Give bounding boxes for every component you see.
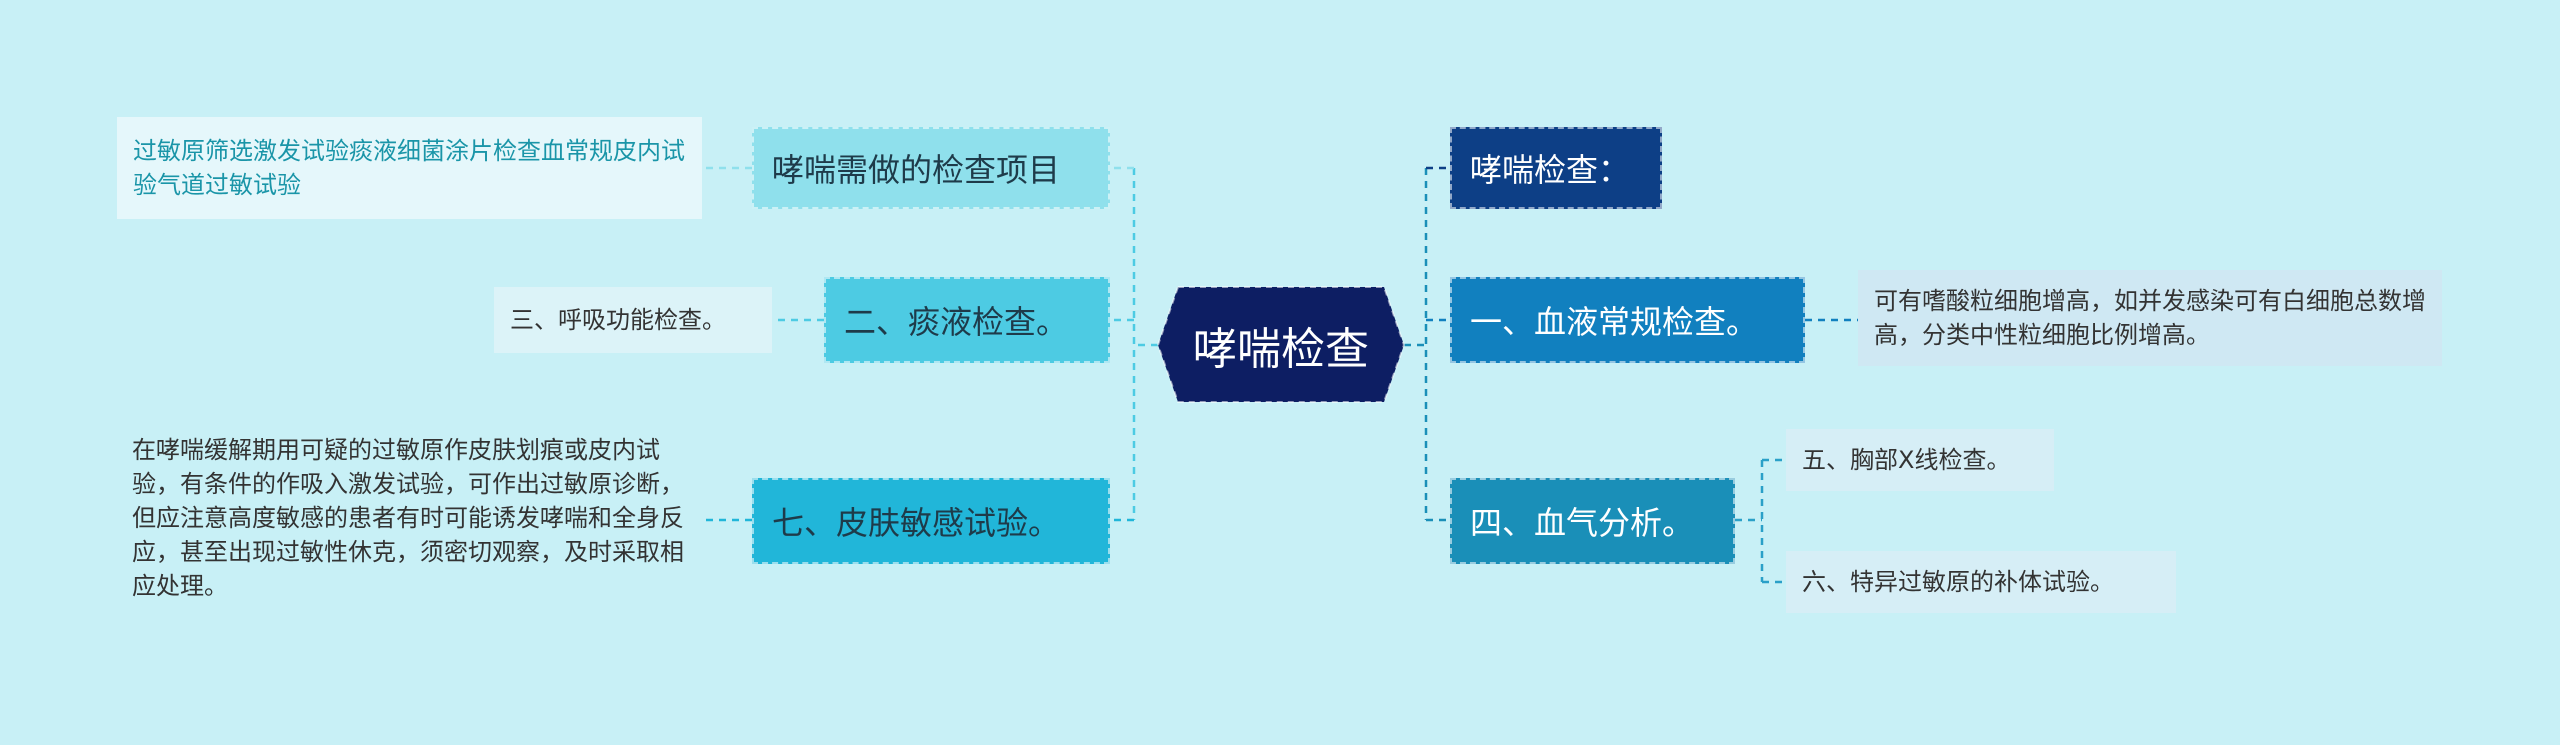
- topic-blood-routine[interactable]: 一、血液常规检查。: [1450, 277, 1805, 363]
- connector-right-2-details: [1735, 458, 1786, 584]
- topic-skin-sensitivity[interactable]: 七、皮肤敏感试验。: [752, 478, 1110, 564]
- topic-label: 哮喘检查：: [1470, 151, 1631, 189]
- detail-respiratory-test[interactable]: 三、呼吸功能检查。: [494, 287, 772, 353]
- detail-required-tests[interactable]: 过敏原筛选激发试验痰液细菌涂片检查血常规皮内试验气道过敏试验: [117, 117, 702, 219]
- topic-label: 二、痰液检查。: [844, 303, 1069, 341]
- topic-required-tests[interactable]: 哮喘需做的检查项目: [752, 127, 1110, 209]
- topic-sputum-test[interactable]: 二、痰液检查。: [824, 277, 1110, 363]
- detail-text: 六、特异过敏原的补体试验。: [1802, 568, 2114, 596]
- root-hexagon: [1156, 286, 1406, 403]
- topic-asthma-examination[interactable]: 哮喘检查：: [1450, 127, 1662, 209]
- detail-blood-routine[interactable]: 可有嗜酸粒细胞增高，如并发感染可有白细胞总数增高，分类中性粒细胞比例增高。: [1858, 270, 2442, 366]
- detail-skin-sensitivity[interactable]: 在哮喘缓解期用可疑的过敏原作皮肤划痕或皮内试验，有条件的作吸入激发试验，可作出过…: [132, 433, 692, 613]
- topic-label: 四、血气分析。: [1470, 504, 1695, 542]
- detail-text: 五、胸部X线检查。: [1802, 446, 2011, 474]
- detail-chest-xray[interactable]: 五、胸部X线检查。: [1786, 429, 2054, 491]
- detail-text: 过敏原筛选激发试验痰液细菌涂片检查血常规皮内试验气道过敏试验: [133, 137, 685, 199]
- detail-text: 在哮喘缓解期用可疑的过敏原作皮肤划痕或皮内试验，有条件的作吸入激发试验，可作出过…: [132, 436, 684, 600]
- connector-root-right-trunk: [1404, 168, 1428, 520]
- detail-text: 三、呼吸功能检查。: [510, 306, 726, 334]
- detail-text: 可有嗜酸粒细胞增高，如并发感染可有白细胞总数增高，分类中性粒细胞比例增高。: [1874, 287, 2426, 349]
- detail-complement-test[interactable]: 六、特异过敏原的补体试验。: [1786, 551, 2176, 613]
- root-topic[interactable]: 哮喘检查: [1193, 323, 1369, 375]
- connector-root-left-trunk: [1132, 168, 1158, 520]
- topic-label: 哮喘需做的检查项目: [772, 151, 1061, 189]
- topic-label: 七、皮肤敏感试验。: [772, 504, 1061, 542]
- topic-blood-gas[interactable]: 四、血气分析。: [1450, 478, 1735, 564]
- topic-label: 一、血液常规检查。: [1470, 303, 1759, 341]
